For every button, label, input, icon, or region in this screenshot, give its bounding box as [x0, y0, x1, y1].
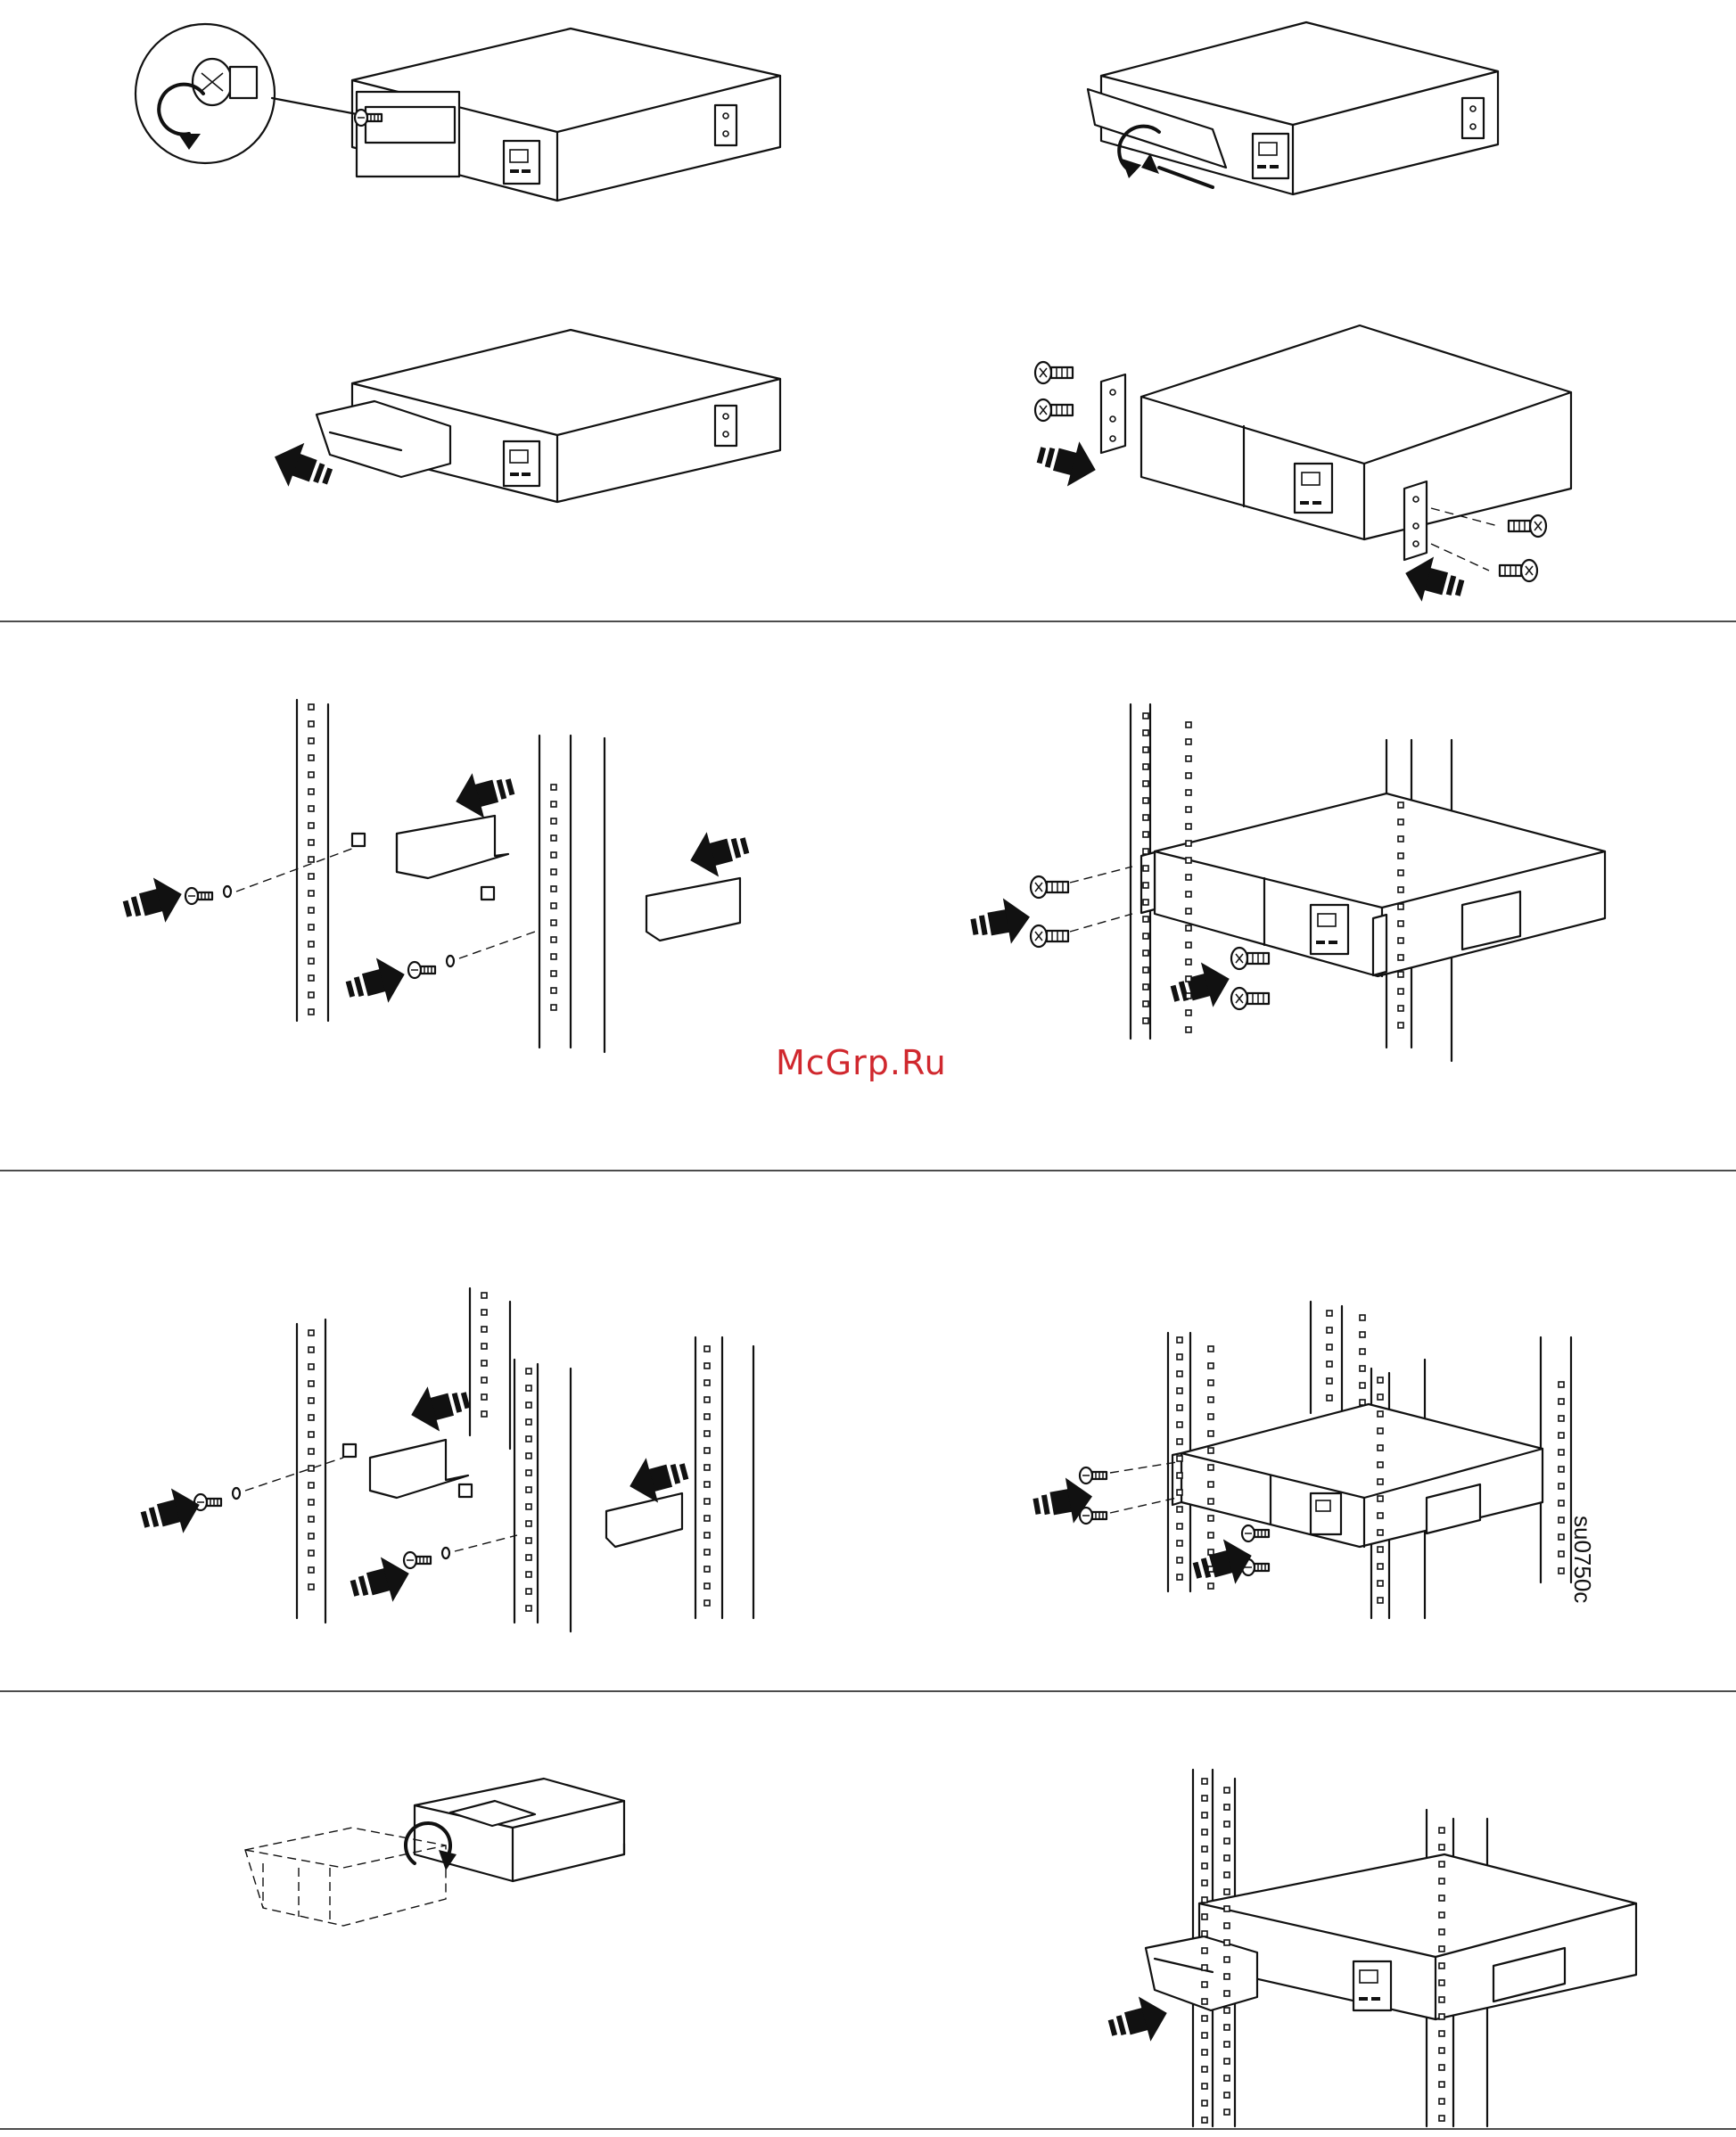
push-arrow-icon — [450, 764, 519, 824]
watermark: McGrp.Ru — [776, 1043, 947, 1082]
panel-remove-bezel — [267, 330, 780, 502]
panel-swing-bezel — [1088, 22, 1498, 194]
push-arrow-icon — [1166, 957, 1235, 1016]
push-arrow-icon — [406, 1377, 474, 1437]
panel-loosen-bezel-screw — [136, 24, 780, 201]
panel-install-bezel-in-rack — [1104, 1770, 1636, 2126]
cage-nut-icon — [343, 1444, 356, 1457]
panel-4post-install-ups — [1030, 1302, 1571, 1618]
panel-2post-brackets — [119, 700, 753, 1052]
panel-2post-install-ups — [967, 704, 1605, 1061]
push-arrow-icon — [967, 894, 1033, 950]
push-arrow-icon — [1400, 551, 1469, 611]
panel-attach-brackets — [1033, 325, 1571, 611]
document-id: su0750c — [1568, 1516, 1596, 1603]
push-arrow-icon — [1033, 432, 1101, 492]
push-arrow-icon — [341, 952, 410, 1012]
push-arrow-icon — [685, 823, 753, 883]
cage-nut-icon — [352, 834, 365, 846]
push-arrow-icon — [1104, 1991, 1172, 2051]
panel-rotate-bezel — [245, 1779, 624, 1926]
push-arrow-icon — [136, 1483, 205, 1542]
push-arrow-icon — [119, 872, 187, 932]
cage-nut-icon — [481, 887, 494, 900]
panel-4post-brackets — [136, 1288, 753, 1632]
cage-nut-icon — [459, 1484, 472, 1497]
